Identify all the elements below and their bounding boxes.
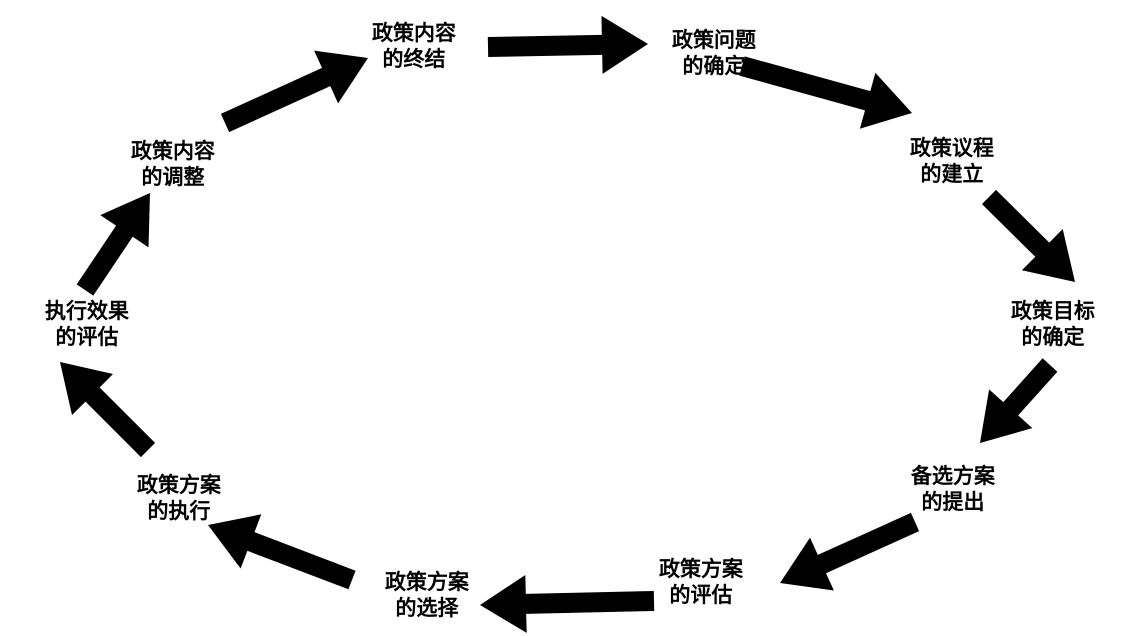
arrow-n8-to-n9 xyxy=(76,193,150,296)
node-effect-evaluation-line2: 的评估 xyxy=(55,325,119,349)
node-policy-goal-line2: 的确定 xyxy=(1021,325,1085,349)
node-alternatives-proposed-line1: 备选方案 xyxy=(911,464,995,488)
arrow-n1-to-n2 xyxy=(739,56,912,129)
node-effect-evaluation-line1: 执行效果 xyxy=(45,299,129,323)
node-plan-evaluation-line2: 的评估 xyxy=(669,583,733,607)
node-plan-execution-line2: 的执行 xyxy=(147,499,211,523)
node-plan-selection: 政策方案 的选择 xyxy=(352,569,502,621)
node-effect-evaluation: 执行效果 的评估 xyxy=(12,298,162,350)
node-policy-agenda-line2: 的建立 xyxy=(920,162,984,186)
node-plan-execution: 政策方案 的执行 xyxy=(104,472,254,524)
node-policy-agenda-line1: 政策议程 xyxy=(910,136,994,160)
arrow-n3-to-n4 xyxy=(980,358,1058,443)
node-plan-selection-line1: 政策方案 xyxy=(385,570,469,594)
node-content-adjustment-line2: 的调整 xyxy=(141,165,205,189)
node-plan-selection-line2: 的选择 xyxy=(395,596,459,620)
node-content-adjustment: 政策内容 的调整 xyxy=(98,138,248,190)
arrow-n7-to-n8 xyxy=(60,362,156,458)
arrow-n9-to-n10 xyxy=(220,50,368,133)
arrow-n2-to-n3 xyxy=(982,189,1075,282)
arrow-n10-to-n1 xyxy=(487,15,648,74)
node-alternatives-proposed: 备选方案 的提出 xyxy=(878,463,1028,515)
node-policy-problem-line2: 的确定 xyxy=(682,54,746,78)
node-alternatives-proposed-line2: 的提出 xyxy=(921,490,985,514)
node-content-termination-line1: 政策内容 xyxy=(372,21,456,45)
node-content-adjustment-line1: 政策内容 xyxy=(131,139,215,163)
node-content-termination-line2: 的终结 xyxy=(382,47,446,71)
node-policy-agenda: 政策议程 的建立 xyxy=(877,135,1027,187)
arrow-n5-to-n6 xyxy=(480,575,655,633)
node-policy-goal: 政策目标 的确定 xyxy=(978,298,1128,350)
node-policy-goal-line1: 政策目标 xyxy=(1011,299,1095,323)
node-policy-problem: 政策问题 的确定 xyxy=(639,27,789,79)
node-content-termination: 政策内容 的终结 xyxy=(339,20,489,72)
node-policy-problem-line1: 政策问题 xyxy=(672,28,756,52)
arrow-n6-to-n7 xyxy=(208,514,356,590)
arrow-n4-to-n5 xyxy=(780,512,920,591)
node-plan-evaluation-line1: 政策方案 xyxy=(659,557,743,581)
node-plan-execution-line1: 政策方案 xyxy=(137,473,221,497)
node-plan-evaluation: 政策方案 的评估 xyxy=(626,556,776,608)
